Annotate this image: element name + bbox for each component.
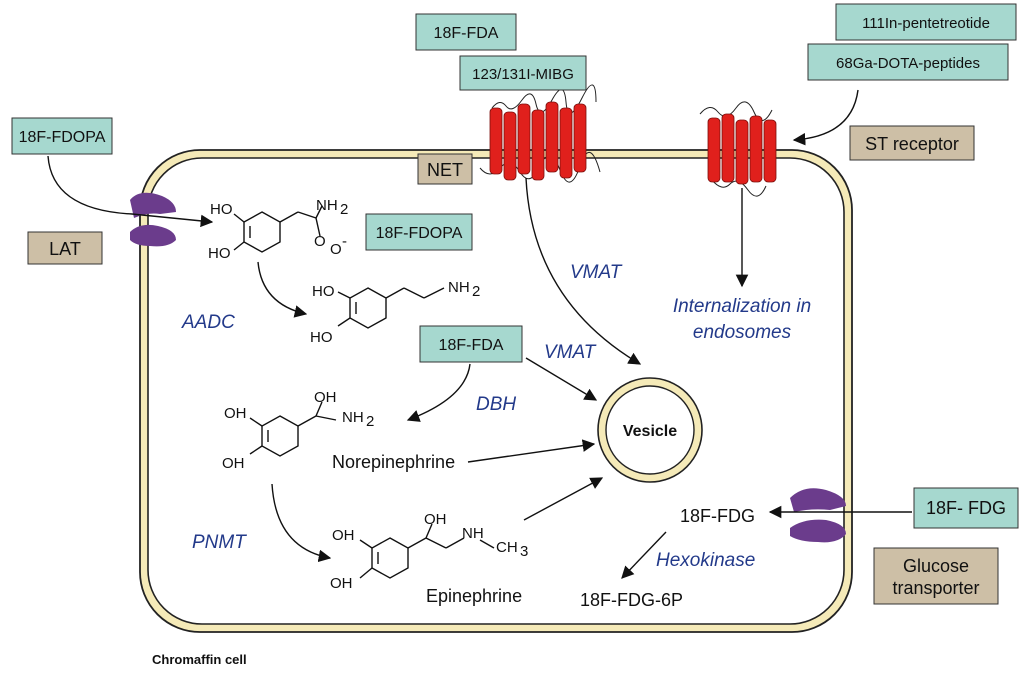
arrow-fda-to-vesicle xyxy=(525,357,598,401)
arrow-fdopa-entry xyxy=(47,155,214,228)
label-box-glucose-transporter xyxy=(873,547,999,605)
enzyme-vmat-upper: VMAT xyxy=(570,262,623,283)
label-glucose-transporter-line2: transporter xyxy=(892,578,979,598)
arrow-dota-to-st xyxy=(792,89,859,146)
chem-ne-nh-sub: 2 xyxy=(366,413,374,430)
cell-label: Chromaffin cell xyxy=(152,652,247,667)
vesicle-inner xyxy=(605,385,695,475)
arrow-fdg-to-fdg6p xyxy=(621,531,667,579)
enzyme-dbh: DBH xyxy=(476,394,516,415)
chem-dopa-o1: O xyxy=(314,233,326,250)
tracer-box-fda-top xyxy=(415,13,517,51)
st-receptor-icon xyxy=(699,101,777,197)
label-glucose-transporter-line1: Glucose xyxy=(903,556,969,576)
tracer-fda-inside: 18F-FDA xyxy=(439,337,504,354)
tracer-box-mibg xyxy=(459,55,587,91)
vesicle-label: Vesicle xyxy=(623,423,677,440)
enzyme-hexokinase: Hexokinase xyxy=(656,550,755,571)
tracer-box-fdg-outside xyxy=(913,487,1019,529)
tracer-mibg: 123/131I-MIBG xyxy=(472,66,574,83)
chem-epi-oh2: OH xyxy=(330,575,353,592)
chem-dopa-ho1: HO xyxy=(210,201,233,218)
arrow-epi-to-vesicle xyxy=(523,477,604,521)
tracer-box-dota xyxy=(807,43,1009,81)
internalization-line1: Internalization in xyxy=(673,296,811,317)
chem-ne-oh2: OH xyxy=(222,455,245,472)
structure-epinephrine xyxy=(359,523,495,579)
compound-norepinephrine: Norepinephrine xyxy=(332,452,455,472)
arrow-ne-to-epi xyxy=(271,483,332,563)
chem-ne-nh: NH xyxy=(342,409,364,426)
tracer-box-fda-inside xyxy=(419,325,523,363)
compound-fdg6p: 18F-FDG-6P xyxy=(580,590,683,610)
tracer-pentetreotide: 111In-pentetreotide xyxy=(862,15,990,32)
chem-ne-oh1: OH xyxy=(224,405,247,422)
chem-dopa-ho2: HO xyxy=(208,245,231,262)
tracer-box-pentetreotide xyxy=(835,3,1017,41)
compound-fdg-inside: 18F-FDG xyxy=(680,506,755,526)
label-box-net xyxy=(417,153,473,185)
chem-epi-oh3: OH xyxy=(424,511,447,528)
label-box-st-receptor xyxy=(849,125,975,161)
chem-epi-nh: NH xyxy=(462,525,484,542)
tracer-fdg-outside: 18F- FDG xyxy=(926,498,1006,518)
label-net: NET xyxy=(427,160,463,180)
chem-dopamine-ho1: HO xyxy=(312,283,335,300)
label-box-lat xyxy=(27,231,103,265)
arrow-net-to-vesicle xyxy=(525,177,642,365)
chem-dopamine-ho2: HO xyxy=(310,329,333,346)
net-receptor-icon xyxy=(479,84,601,183)
label-st-receptor: ST receptor xyxy=(865,134,959,154)
tracer-fdopa-outside: 18F-FDOPA xyxy=(19,129,106,146)
structure-norepinephrine xyxy=(249,401,337,457)
enzyme-pnmt: PNMT xyxy=(192,532,247,553)
chem-dopa-minus: - xyxy=(342,233,347,250)
tracer-dota: 68Ga-DOTA-peptides xyxy=(836,55,980,72)
glucose-transporter-icon xyxy=(790,488,846,543)
chem-dopa-nh: NH xyxy=(316,197,338,214)
arrow-fda-to-ne xyxy=(406,363,471,422)
chem-dopa-o2: O xyxy=(330,241,342,258)
internalization-line2: endosomes xyxy=(693,322,792,343)
chem-epi-ch: CH xyxy=(496,539,518,556)
compound-epinephrine: Epinephrine xyxy=(426,586,522,606)
arrow-dopa-to-dopamine xyxy=(257,261,308,318)
lat-transporter-icon xyxy=(130,192,176,247)
arrow-ne-to-vesicle xyxy=(467,439,596,463)
tracer-box-fdopa-inside xyxy=(365,213,473,251)
chem-dopamine-nh: NH xyxy=(448,279,470,296)
label-lat: LAT xyxy=(49,239,81,259)
enzyme-vmat-lower: VMAT xyxy=(544,342,597,363)
structure-dopamine xyxy=(337,287,445,329)
tracer-box-fdopa-outside xyxy=(11,117,113,155)
chem-dopamine-nh-sub: 2 xyxy=(472,283,480,300)
structure-dopa xyxy=(233,205,323,253)
chem-epi-ch-sub: 3 xyxy=(520,543,528,560)
chem-ne-oh3: OH xyxy=(314,389,337,406)
tracer-fdopa-inside: 18F-FDOPA xyxy=(376,225,463,242)
chem-dopa-nh-sub: 2 xyxy=(340,201,348,218)
chem-epi-oh1: OH xyxy=(332,527,355,544)
tracer-fda-top: 18F-FDA xyxy=(434,25,499,42)
enzyme-aadc: AADC xyxy=(181,312,235,333)
